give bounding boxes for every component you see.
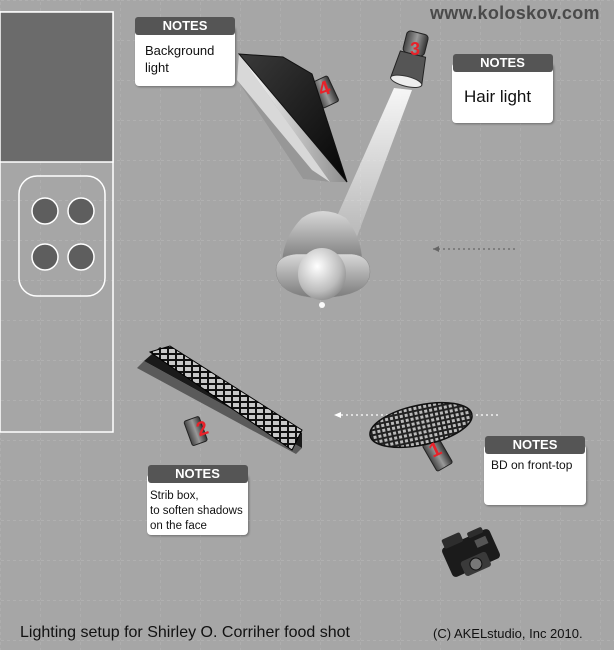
burner — [67, 243, 95, 271]
stripbox-light-2 — [137, 345, 303, 454]
hair-light-3 — [322, 30, 429, 250]
note-strip-box: NOTES Strib box, to soften shadows on th… — [147, 465, 248, 535]
counter-top — [0, 11, 114, 163]
burner — [67, 197, 95, 225]
direction-arrow — [433, 246, 515, 252]
subject — [275, 211, 371, 308]
note-header: NOTES — [452, 54, 553, 72]
camera — [441, 527, 500, 577]
beauty-dish-light-1 — [369, 401, 473, 472]
note-text: BD on front-top — [491, 458, 573, 472]
note-hair-light: NOTES Hair light — [452, 54, 553, 123]
note-background-light: NOTES Background light — [135, 17, 235, 86]
note-header: NOTES — [485, 436, 585, 454]
softbox-light-4 — [237, 53, 348, 183]
copyright: (C) AKELstudio, Inc 2010. — [433, 626, 583, 641]
note-text: Strib box, to soften shadows on the face — [150, 490, 243, 532]
site-url: www.koloskov.com — [430, 3, 600, 23]
note-header: NOTES — [135, 17, 235, 35]
stove — [18, 175, 106, 297]
light-number-3: 3 — [410, 39, 421, 59]
burner — [31, 197, 59, 225]
note-bd-front-top: NOTES BD on front-top — [484, 436, 586, 505]
note-header: NOTES — [147, 465, 248, 483]
note-text: Background light — [145, 43, 215, 75]
note-text: Hair light — [464, 87, 532, 106]
counter — [0, 11, 114, 433]
diagram-caption: Lighting setup for Shirley O. Corriher f… — [20, 624, 350, 641]
burner — [31, 243, 59, 271]
